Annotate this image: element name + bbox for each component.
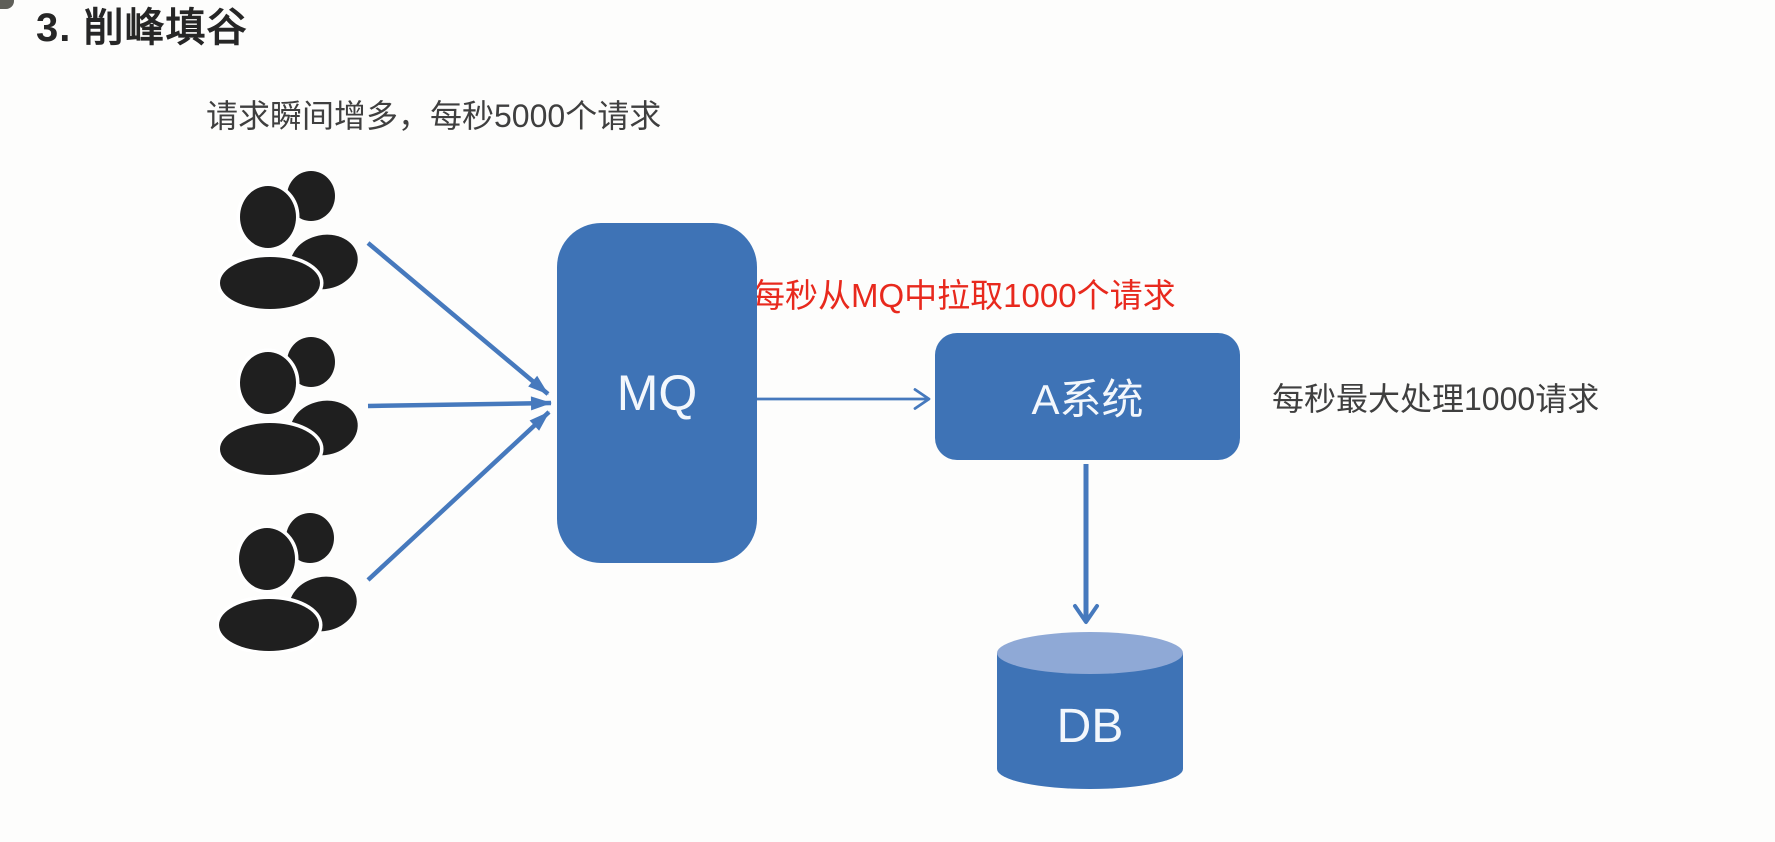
arrow-users3-to-mq (366, 410, 551, 582)
users-icon (217, 512, 362, 652)
system-a-label: A系统 (1031, 376, 1144, 423)
corner-artifact (0, 0, 14, 9)
pull-rate-label: 每秒从MQ中拉取1000个请求 (752, 277, 1176, 314)
process-rate-label: 每秒最大处理1000请求 (1272, 381, 1600, 417)
db-cylinder-top (997, 632, 1183, 674)
mq-node: MQ (557, 223, 757, 563)
mq-label: MQ (616, 365, 698, 421)
users-icon (218, 336, 363, 476)
arrow-users2-to-mq (367, 396, 552, 411)
arrow-users1-to-mq (366, 241, 550, 396)
incoming-rate-label: 请求瞬间增多，每秒5000个请求 (206, 98, 662, 134)
db-node: DB (997, 632, 1183, 789)
db-cylinder-body (997, 653, 1183, 789)
db-label: DB (1056, 699, 1124, 753)
page-title: 3. 削峰填谷 (36, 6, 248, 50)
users-icon (218, 170, 363, 310)
system-a-node: A系统 (935, 333, 1240, 460)
